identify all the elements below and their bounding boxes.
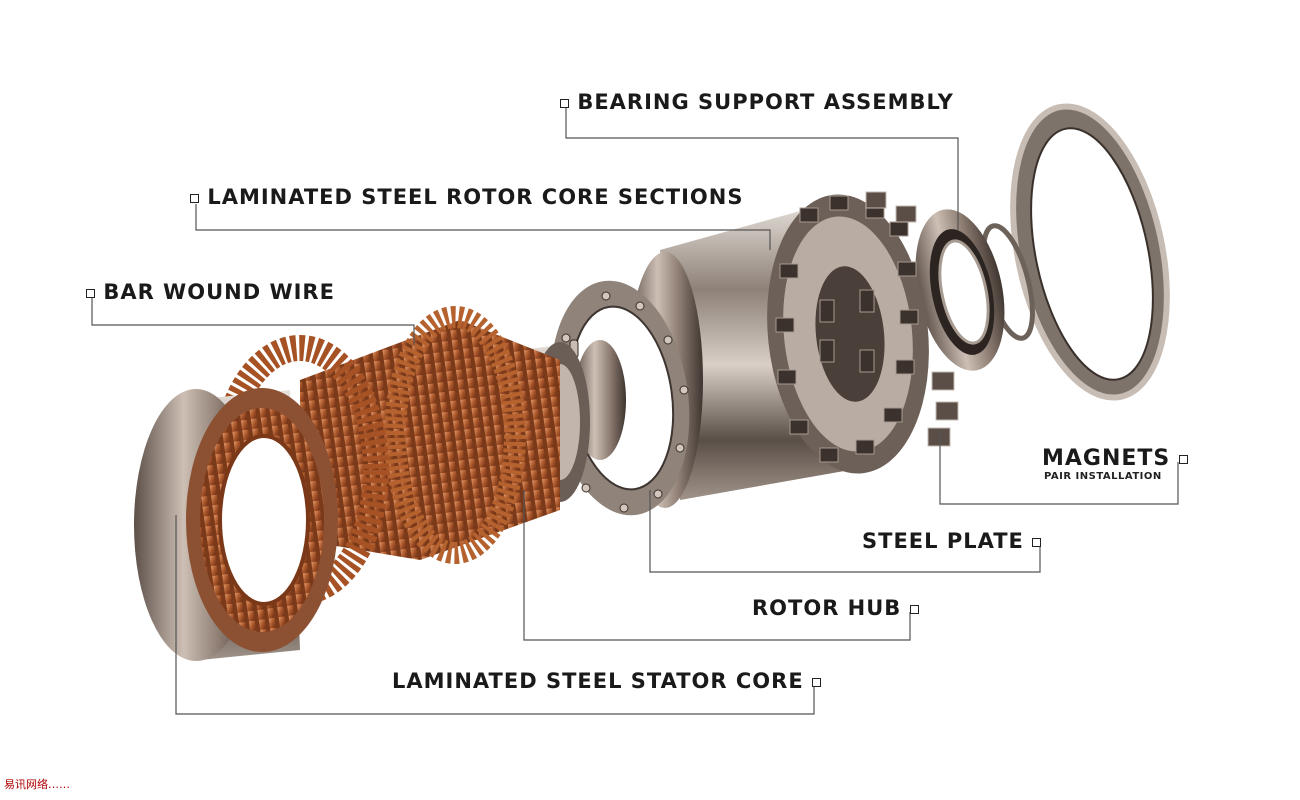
label-text: BAR WOUND WIRE <box>103 280 335 304</box>
label-text: LAMINATED STEEL ROTOR CORE SECTIONS <box>207 185 744 209</box>
label-magnets-subtitle: PAIR INSTALLATION <box>1044 471 1162 482</box>
callout-marker <box>909 604 919 614</box>
callout-marker <box>560 98 569 108</box>
stator-core <box>134 388 338 661</box>
leader-stator-core <box>175 515 815 715</box>
callout-marker <box>811 677 821 687</box>
leader-rotor-hub <box>523 490 911 641</box>
callout-marker <box>1178 454 1188 464</box>
callout-marker <box>86 288 95 298</box>
label-rotor-hub: ROTOR HUB <box>752 598 919 619</box>
watermark-text: 易讯网络…… <box>4 778 70 791</box>
label-stator-core: LAMINATED STEEL STATOR CORE <box>392 671 821 692</box>
end-plate-ring <box>1010 103 1170 401</box>
label-bar-wound-wire: BAR WOUND WIRE <box>86 282 335 303</box>
bearing <box>915 209 1005 371</box>
leader-rotor-core <box>195 204 771 250</box>
callout-marker <box>190 193 199 203</box>
label-text: BEARING SUPPORT ASSEMBLY <box>577 90 954 114</box>
leader-steel-plate <box>649 490 1041 573</box>
label-text: LAMINATED STEEL STATOR CORE <box>392 669 804 693</box>
label-text: ROTOR HUB <box>752 596 902 620</box>
callout-marker <box>1032 537 1042 547</box>
leader-magnets <box>939 430 1179 505</box>
label-magnets: MAGNETS <box>1042 448 1188 470</box>
label-bearing-support-assembly: BEARING SUPPORT ASSEMBLY <box>560 92 954 113</box>
bar-wound-winding <box>211 306 560 605</box>
label-text: MAGNETS <box>1042 446 1171 471</box>
label-text: STEEL PLATE <box>862 529 1024 553</box>
label-rotor-core-sections: LAMINATED STEEL ROTOR CORE SECTIONS <box>190 187 743 208</box>
leader-bearing <box>565 108 959 230</box>
label-steel-plate: STEEL PLATE <box>862 529 1042 553</box>
leader-lines <box>91 108 1179 715</box>
leader-bar-wire <box>91 298 415 345</box>
